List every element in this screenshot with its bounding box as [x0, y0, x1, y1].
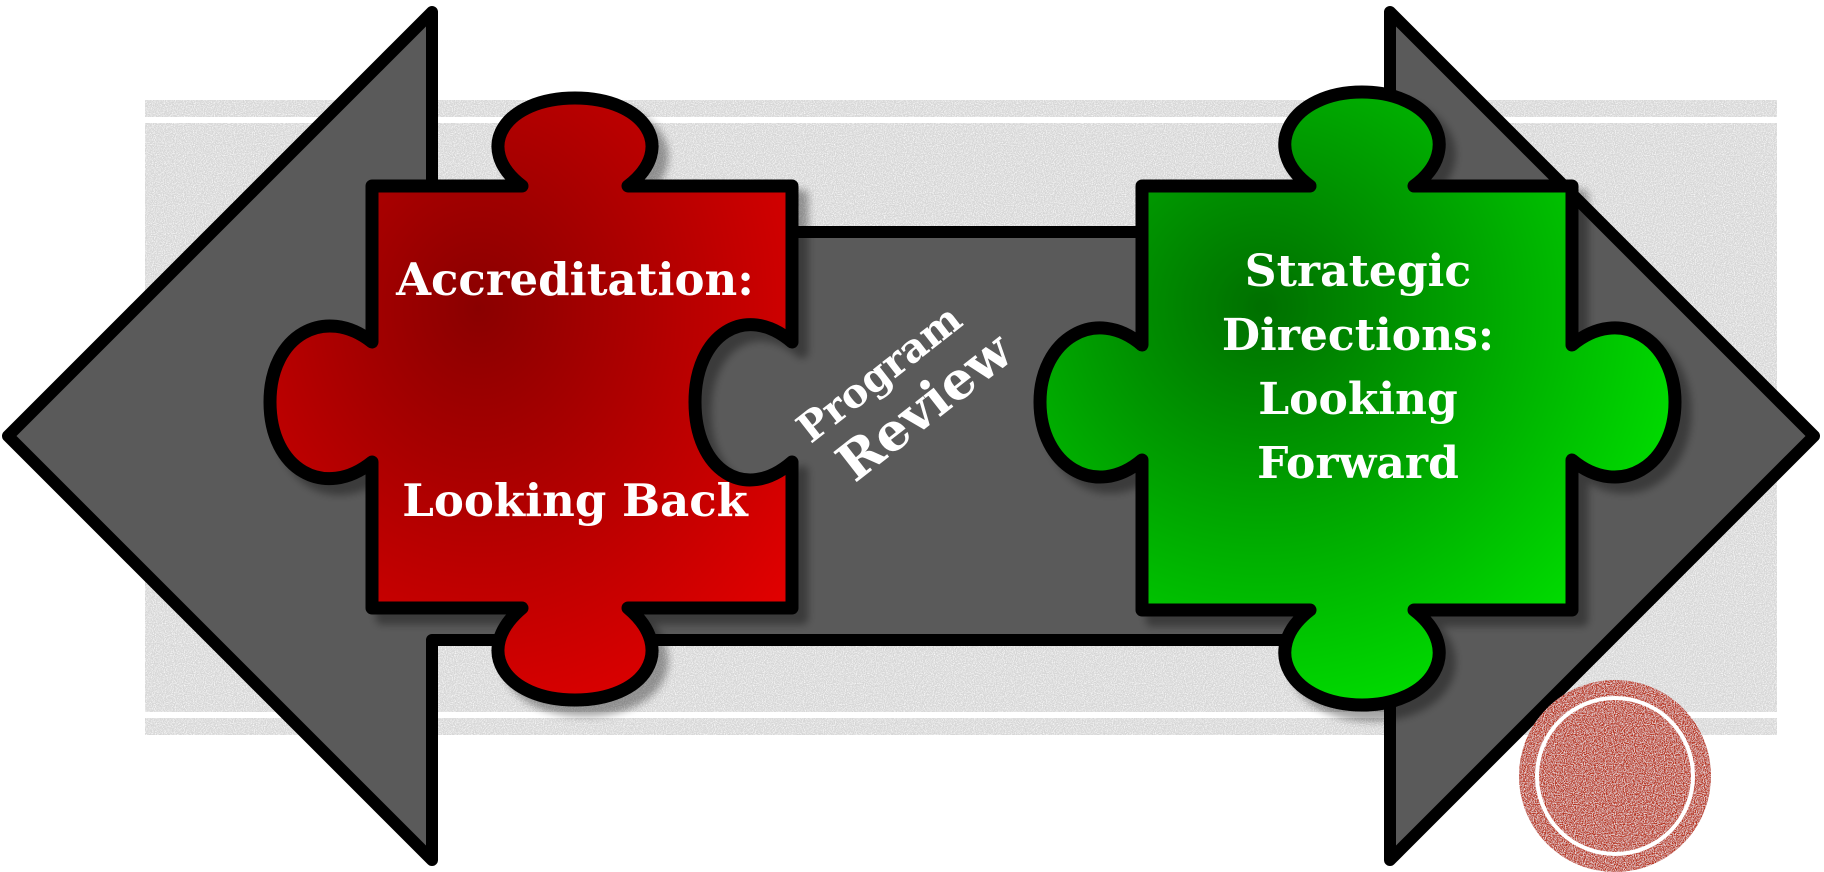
right-piece-line2: Directions:	[1222, 310, 1494, 361]
corner-badge-icon	[1519, 680, 1711, 872]
right-piece-line4: Forward	[1257, 438, 1459, 489]
right-piece-line1: Strategic	[1245, 246, 1471, 297]
left-piece-subtitle: Looking Back	[402, 474, 748, 527]
right-puzzle-piece-icon	[1033, 85, 1682, 712]
left-puzzle-piece-icon	[263, 91, 799, 707]
double-arrow-icon	[2, 6, 1820, 866]
right-piece-line3: Looking	[1258, 374, 1458, 425]
left-piece-title: Accreditation:	[395, 253, 754, 306]
